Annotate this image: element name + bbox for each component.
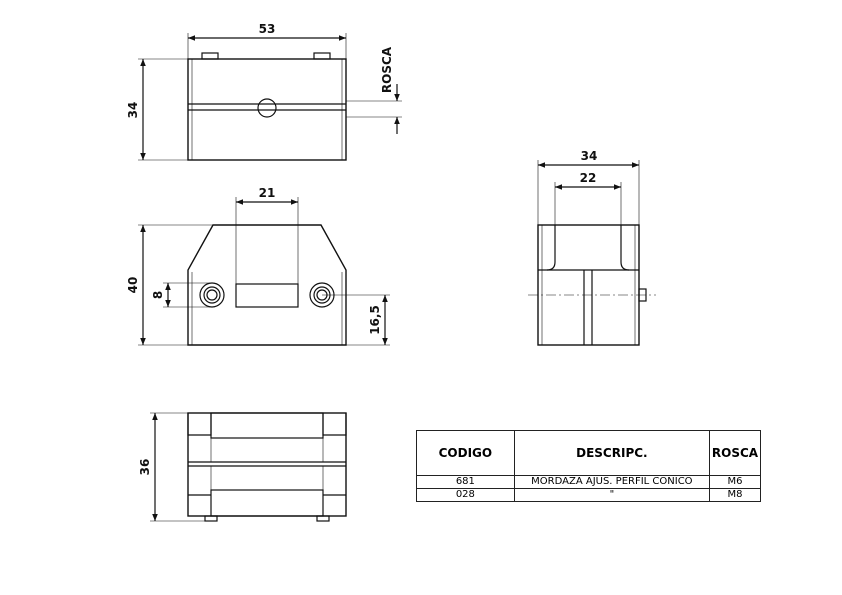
dim-side-outer: 34 (581, 149, 598, 163)
dim-top-width: 53 (259, 22, 276, 36)
header-rosca: ROSCA (709, 430, 761, 476)
cell-codigo: 028 (416, 488, 515, 502)
dim-middle-height: 40 (126, 277, 140, 294)
dim-top-height: 34 (126, 102, 140, 119)
dim-thread-label: ROSCA (380, 46, 394, 93)
header-descripcion: DESCRIPC. (513, 430, 711, 476)
parts-table: CODIGO DESCRIPC. ROSCA 681 MORDAZA AJUS.… (416, 430, 761, 502)
cell-descripcion: MORDAZA AJUS. PERFIL CONICO (513, 475, 711, 489)
dim-side-inner: 22 (580, 171, 597, 185)
cell-rosca: M6 (709, 475, 761, 489)
top-view: 53 34 ROSCA (126, 22, 402, 161)
cell-codigo: 681 (416, 475, 515, 489)
dim-middle-width: 21 (259, 186, 276, 200)
front-view: 21 40 8 16,5 (126, 186, 390, 346)
dim-hole-spacing: 8 (151, 291, 165, 299)
bottom-view: 36 (138, 412, 347, 522)
cell-rosca: M8 (709, 488, 761, 502)
side-view: 34 22 (528, 149, 656, 346)
dim-hole-height: 16,5 (368, 305, 382, 335)
table-header-row: CODIGO DESCRIPC. ROSCA (416, 430, 761, 476)
table-row: 028 " M8 (416, 488, 761, 502)
table-row: 681 MORDAZA AJUS. PERFIL CONICO M6 (416, 475, 761, 489)
header-codigo: CODIGO (416, 430, 515, 476)
dim-bottom-height: 36 (138, 459, 152, 476)
cell-descripcion: " (513, 488, 711, 502)
